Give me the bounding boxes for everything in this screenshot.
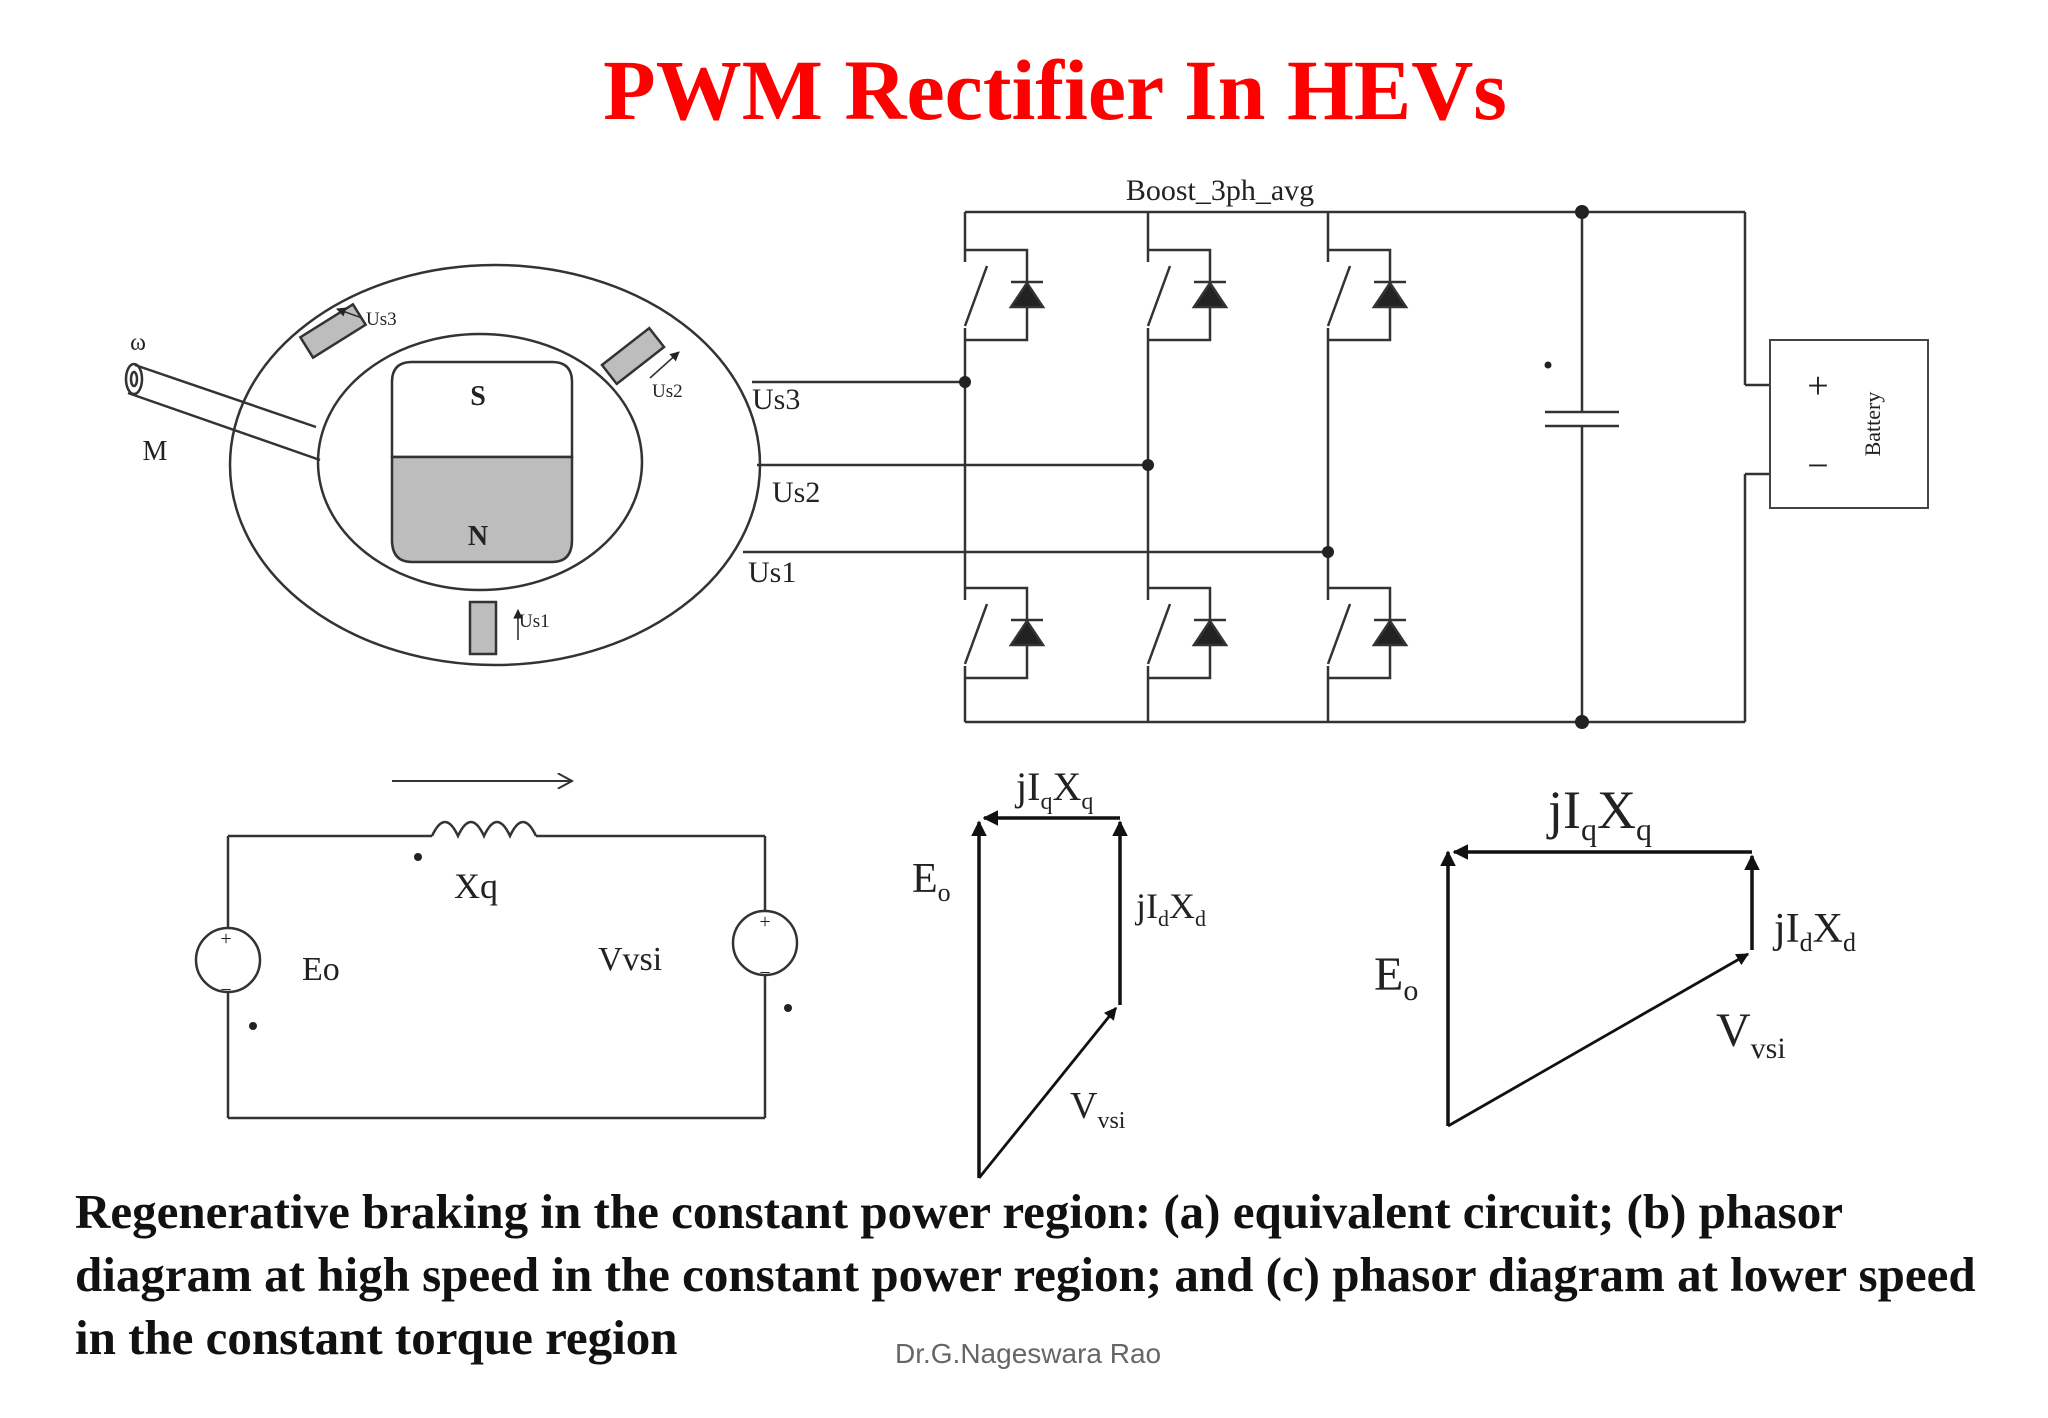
vvsi-dot — [784, 1004, 792, 1012]
pole-s-label: S — [470, 381, 486, 412]
igbt-switch-lower-3 — [1325, 586, 1409, 680]
winding-us2-label: Us2 — [652, 381, 683, 402]
switch-group — [962, 248, 1409, 680]
rotor-n-half — [390, 455, 574, 564]
battery-label: Battery — [1860, 392, 1885, 457]
battery-wiring — [1743, 212, 1770, 722]
rotor-s-half — [390, 360, 574, 459]
omega-label: ω — [130, 330, 146, 356]
eo-plus: + — [220, 928, 231, 950]
phasor-c-jiqxq-label: jIqXq — [1546, 780, 1652, 847]
phasor-c-vvsi-label: Vvsi — [1716, 1004, 1786, 1065]
converter-bridge — [963, 210, 1745, 724]
shaft-end-inner — [129, 370, 139, 388]
shaft-bottom — [127, 391, 321, 462]
igbt-switch-upper-2 — [1145, 248, 1229, 342]
author-credit: Dr.G.Nageswara Rao — [895, 1338, 1162, 1369]
stator-inner — [316, 332, 644, 592]
eo-label: Eo — [302, 951, 340, 988]
eo-dot — [249, 1022, 257, 1030]
inductor-dot — [414, 853, 422, 861]
winding-us2 — [600, 326, 666, 386]
battery-box — [1769, 339, 1929, 509]
motor-group — [124, 263, 762, 667]
phase-us2-label: Us2 — [772, 476, 820, 509]
vvsi-label: Vvsi — [598, 941, 662, 978]
phasor-b-jidxd-label: jIdXd — [1134, 886, 1206, 931]
shaft-top — [134, 363, 317, 429]
phasor-b-vvsi — [977, 1007, 1118, 1179]
phasor-c-jidxd-label: jIdXd — [1772, 906, 1856, 957]
phasor-b-eo-label: Eo — [912, 856, 951, 907]
phase-us3-label: Us3 — [752, 383, 800, 416]
shaft-end — [124, 362, 144, 396]
cap-node-top — [1575, 205, 1589, 219]
m-label: M — [143, 436, 168, 467]
winding-us3-label: Us3 — [366, 309, 397, 330]
battery-plus: + — [1807, 365, 1828, 407]
igbt-switch-lower-1 — [962, 586, 1046, 680]
slide-title: PWM Rectifier In HEVs — [603, 42, 1507, 138]
equivalent-circuit — [194, 781, 799, 1120]
igbt-switch-upper-1 — [962, 248, 1046, 342]
pole-n-label: N — [468, 521, 488, 552]
phasor-c — [1440, 844, 1760, 1128]
inductor-label: Xq — [454, 866, 498, 906]
vvsi-plus: + — [759, 911, 770, 933]
junction-us3 — [959, 376, 971, 388]
us2-arrow — [649, 351, 680, 379]
winding-us3 — [298, 302, 368, 360]
phasor-c-eo-label: Eo — [1374, 948, 1418, 1007]
junction-us2 — [1142, 459, 1154, 471]
battery-minus: − — [1807, 445, 1828, 487]
source-vvsi — [731, 909, 799, 977]
winding-us1-label: Us1 — [519, 611, 550, 632]
cap-polarity-dot — [1544, 361, 1552, 369]
junction-us1 — [1322, 546, 1334, 558]
inductor-coil — [430, 820, 538, 839]
phase-us1-label: Us1 — [748, 556, 796, 589]
vvsi-minus: − — [759, 962, 770, 984]
phasor-b-vvsi-label: Vvsi — [1070, 1085, 1126, 1134]
source-eo — [194, 926, 262, 994]
phasor-b — [971, 810, 1128, 1179]
phase-lines — [743, 380, 1328, 554]
us3-arrow — [336, 307, 363, 319]
igbt-switch-lower-2 — [1145, 586, 1229, 680]
winding-us1 — [468, 600, 498, 656]
figure-caption: Regenerative braking in the constant pow… — [75, 1184, 1976, 1365]
phasor-c-vvsi — [1447, 952, 1750, 1128]
phasor-b-jiqxq-label: jIqXq — [1014, 764, 1093, 815]
eo-minus: − — [220, 979, 231, 1001]
igbt-switch-upper-3 — [1325, 248, 1409, 342]
cap-node-bottom — [1575, 715, 1589, 729]
converter-block-label: Boost_3ph_avg — [1126, 174, 1314, 207]
dc-link-capacitor — [1545, 212, 1619, 722]
